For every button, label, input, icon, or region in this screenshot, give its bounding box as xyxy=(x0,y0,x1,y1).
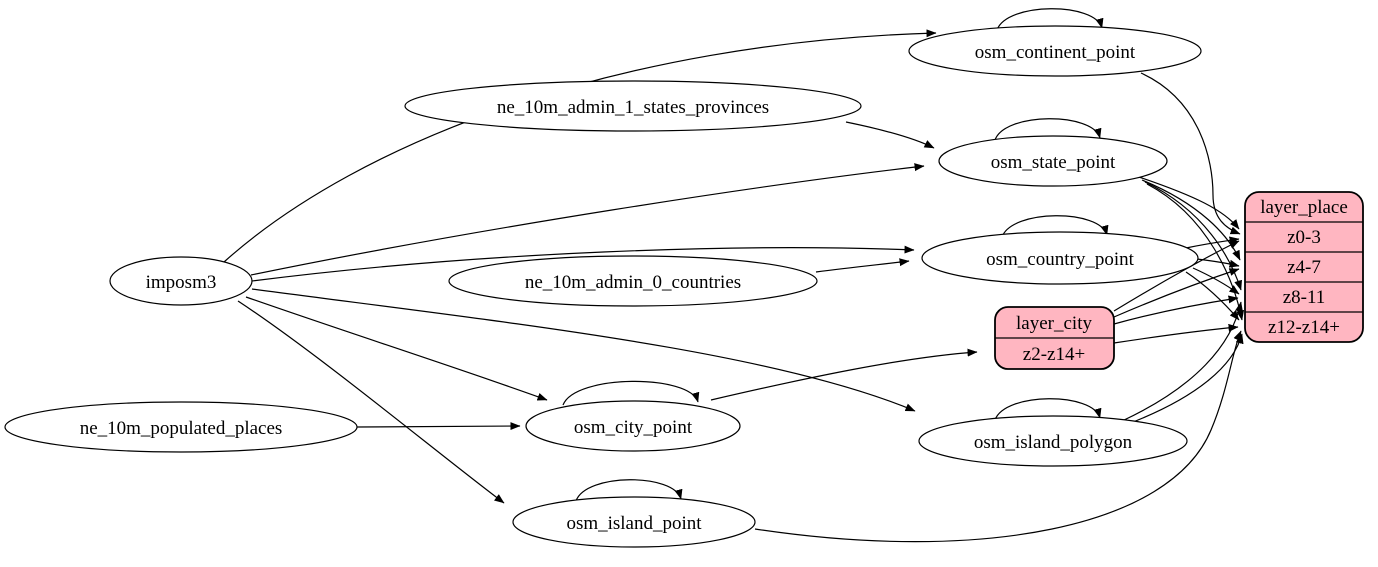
edge-osm_continent_point-layer_place_z0-3 xyxy=(1140,72,1241,235)
edge-ne_10m_populated_places-osm_city_point xyxy=(356,422,521,431)
node-ne_10m_admin_1_states_provinces: ne_10m_admin_1_states_provinces xyxy=(404,80,862,132)
edge-imposm3-osm_island_point xyxy=(237,300,505,504)
edges xyxy=(223,8,1245,543)
imposm3-label: imposm3 xyxy=(146,272,217,293)
edge-imposm3-osm_island_polygon xyxy=(251,288,916,412)
edge-osm_island_polygon-layer_place_z12-z14 xyxy=(1127,333,1244,425)
ne_10m_populated_places-ellipse xyxy=(4,401,358,453)
self-loop-osm_continent_point xyxy=(996,8,1104,31)
edge-osm_state_point-layer_place_z8-11 xyxy=(1144,181,1242,291)
layer_place-row-z8-11: z8-11 xyxy=(1283,287,1326,308)
edge-imposm3-osm_continent_point xyxy=(223,29,937,263)
layer_place-rect xyxy=(1244,191,1364,343)
node-imposm3: imposm3 xyxy=(109,256,253,306)
edge-ne_10m_admin_1_states_provinces-osm_state_point xyxy=(845,121,935,149)
layer_place-row-z12-z14: z12-z14+ xyxy=(1268,317,1340,338)
edge-osm_island_polygon-layer_place_z8-11 xyxy=(1121,301,1243,422)
osm_island_point-label: osm_island_point xyxy=(566,513,702,534)
edge-layer_city-layer_place_z8-11 xyxy=(1113,295,1239,325)
osm_state_point-label: osm_state_point xyxy=(991,152,1116,173)
edge-layer_city-layer_place_z12-z14 xyxy=(1113,323,1239,344)
osm_city_point-label: osm_city_point xyxy=(574,417,693,438)
edge-imposm3-osm_state_point xyxy=(250,163,925,276)
edge-osm_country_point-layer_place_z4-7 xyxy=(1196,258,1240,268)
layer_place-title: layer_place xyxy=(1260,197,1348,218)
node-layer_place: layer_place z0-3 z4-7 z8-11 z12-z14+ xyxy=(1244,191,1364,343)
osm_island_polygon-ellipse xyxy=(918,415,1188,467)
self-loop-osm_state_point xyxy=(994,118,1102,141)
osm_country_point-ellipse xyxy=(921,231,1199,285)
layer_city-title: layer_city xyxy=(1016,313,1092,334)
edge-osm_country_point-layer_place_z8-11 xyxy=(1192,267,1240,295)
ne_10m_admin_1_states_provinces-ellipse xyxy=(404,80,862,132)
edge-osm_city_point-layer_city_z2 xyxy=(710,348,978,401)
osm_island_polygon-label: osm_island_polygon xyxy=(974,432,1133,453)
osm_continent_point-ellipse xyxy=(908,25,1202,77)
self-loop-osm_country_point xyxy=(1001,215,1109,238)
node-osm_continent_point: osm_continent_point xyxy=(908,25,1202,77)
layer_city-row-z2-z14: z2-z14+ xyxy=(1023,344,1085,365)
self-loop-osm_city_point xyxy=(562,380,700,406)
edge-osm_island_point-layer_place_z12-z14 xyxy=(754,330,1242,543)
node-osm_country_point: osm_country_point xyxy=(921,231,1199,285)
osm_state_point-ellipse xyxy=(938,135,1168,187)
imposm3-ellipse xyxy=(109,256,253,306)
osm_continent_point-label: osm_continent_point xyxy=(975,42,1136,63)
edge-osm_country_point-layer_place_z12-z14 xyxy=(1185,271,1240,321)
node-layer_city: layer_city z2-z14+ xyxy=(994,306,1115,370)
ne_10m_admin_1_states_provinces-label: ne_10m_admin_1_states_provinces xyxy=(497,97,769,118)
ne_10m_admin_0_countries-ellipse xyxy=(448,255,818,307)
edge-osm_state_point-layer_place_z4-7 xyxy=(1141,179,1241,261)
node-ne_10m_populated_places: ne_10m_populated_places xyxy=(4,401,358,453)
node-osm_island_polygon: osm_island_polygon xyxy=(918,415,1188,467)
layer_place-row-z4-7: z4-7 xyxy=(1287,257,1321,278)
edge-osm_state_point-layer_place_z0-3 xyxy=(1138,176,1240,230)
node-osm_city_point: osm_city_point xyxy=(525,400,741,452)
osm_country_point-label: osm_country_point xyxy=(986,249,1134,270)
osm_city_point-ellipse xyxy=(525,400,741,452)
ne_10m_populated_places-label: ne_10m_populated_places xyxy=(80,418,283,439)
ne_10m_admin_0_countries-label: ne_10m_admin_0_countries xyxy=(525,272,741,293)
node-osm_island_point: osm_island_point xyxy=(512,496,756,548)
edge-imposm3-osm_city_point xyxy=(245,296,548,401)
layer_place-row-z0-3: z0-3 xyxy=(1287,227,1321,248)
edge-imposm3-osm_country_point xyxy=(251,245,915,282)
node-osm_state_point: osm_state_point xyxy=(938,135,1168,187)
osm_island_point-ellipse xyxy=(512,496,756,548)
edge-ne_10m_admin_0_countries-osm_country_point xyxy=(815,258,910,273)
edge-layer_city-layer_place_z4-7 xyxy=(1113,268,1240,318)
node-ne_10m_admin_0_countries: ne_10m_admin_0_countries xyxy=(448,255,818,307)
self-loop-osm_island_point xyxy=(575,479,683,502)
edge-osm_country_point-layer_place_z0-3 xyxy=(1185,236,1240,249)
self-loop-osm_island_polygon xyxy=(994,398,1102,421)
